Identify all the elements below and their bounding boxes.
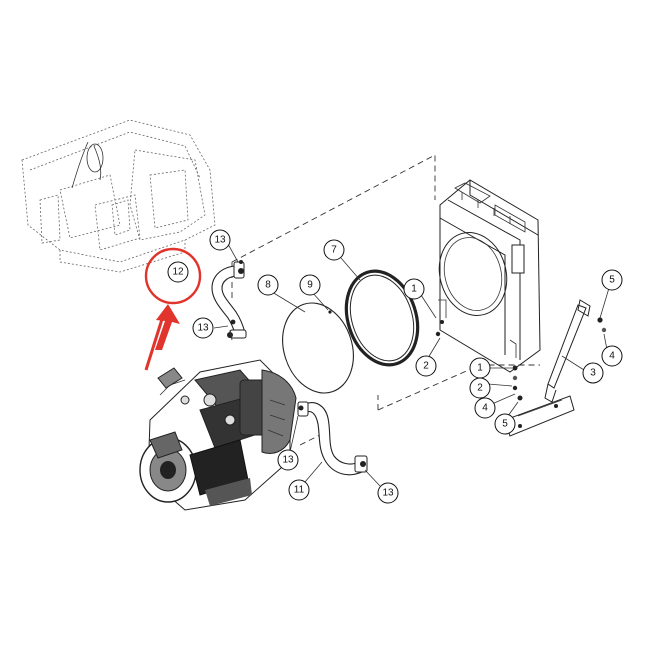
highlight-marker xyxy=(144,247,202,371)
callout-4: 4 xyxy=(474,397,496,419)
callout-8: 8 xyxy=(257,274,279,296)
fan-shroud-seal xyxy=(344,269,420,367)
callout-13: 13 xyxy=(277,449,299,471)
callout-5: 5 xyxy=(601,269,623,291)
svg-text:7: 7 xyxy=(331,245,337,256)
callout-bubbles: 13 12 13 8 9 7 1 2 1 2 4 5 5 4 3 13 11 1… xyxy=(167,229,623,504)
radiator-stay-rod xyxy=(504,299,591,437)
callout-12: 12 xyxy=(167,261,189,283)
upper-radiator-hose xyxy=(211,261,247,339)
svg-text:13: 13 xyxy=(282,455,294,466)
svg-text:2: 2 xyxy=(477,383,483,394)
svg-text:13: 13 xyxy=(214,235,226,246)
engine-assembly xyxy=(139,329,297,511)
svg-text:4: 4 xyxy=(609,351,615,362)
svg-text:5: 5 xyxy=(609,275,615,286)
svg-text:13: 13 xyxy=(197,323,209,334)
leader-lines xyxy=(213,243,610,487)
clip-part xyxy=(328,310,332,314)
callout-2: 2 xyxy=(469,377,491,399)
callout-13: 13 xyxy=(192,317,214,339)
machine-outline xyxy=(21,119,216,273)
svg-text:2: 2 xyxy=(423,361,429,372)
svg-text:12: 12 xyxy=(172,267,184,278)
callout-9: 9 xyxy=(299,274,321,296)
svg-text:3: 3 xyxy=(590,368,596,379)
callout-1: 1 xyxy=(403,278,425,300)
fastener-set xyxy=(230,260,607,401)
red-arrow-shaft xyxy=(144,315,165,371)
callout-3: 3 xyxy=(582,362,604,384)
callout-5: 5 xyxy=(494,413,516,435)
callout-7: 7 xyxy=(323,239,345,261)
callout-13: 13 xyxy=(209,229,231,251)
svg-text:8: 8 xyxy=(265,280,271,291)
svg-text:13: 13 xyxy=(382,488,394,499)
svg-text:1: 1 xyxy=(477,363,483,374)
svg-text:9: 9 xyxy=(307,280,313,291)
svg-text:5: 5 xyxy=(502,419,508,430)
radiator-assembly xyxy=(438,179,541,373)
svg-text:4: 4 xyxy=(482,403,488,414)
svg-text:1: 1 xyxy=(411,284,417,295)
red-arrow-head xyxy=(155,304,180,350)
gasket-ring xyxy=(282,302,354,394)
highlight-circle xyxy=(144,247,202,305)
callout-4: 4 xyxy=(601,345,623,367)
callout-13: 13 xyxy=(377,482,399,504)
callout-1: 1 xyxy=(469,357,491,379)
callout-11: 11 xyxy=(288,479,310,501)
svg-text:11: 11 xyxy=(294,485,305,496)
callout-2: 2 xyxy=(415,355,437,377)
lower-radiator-hose xyxy=(297,401,368,476)
